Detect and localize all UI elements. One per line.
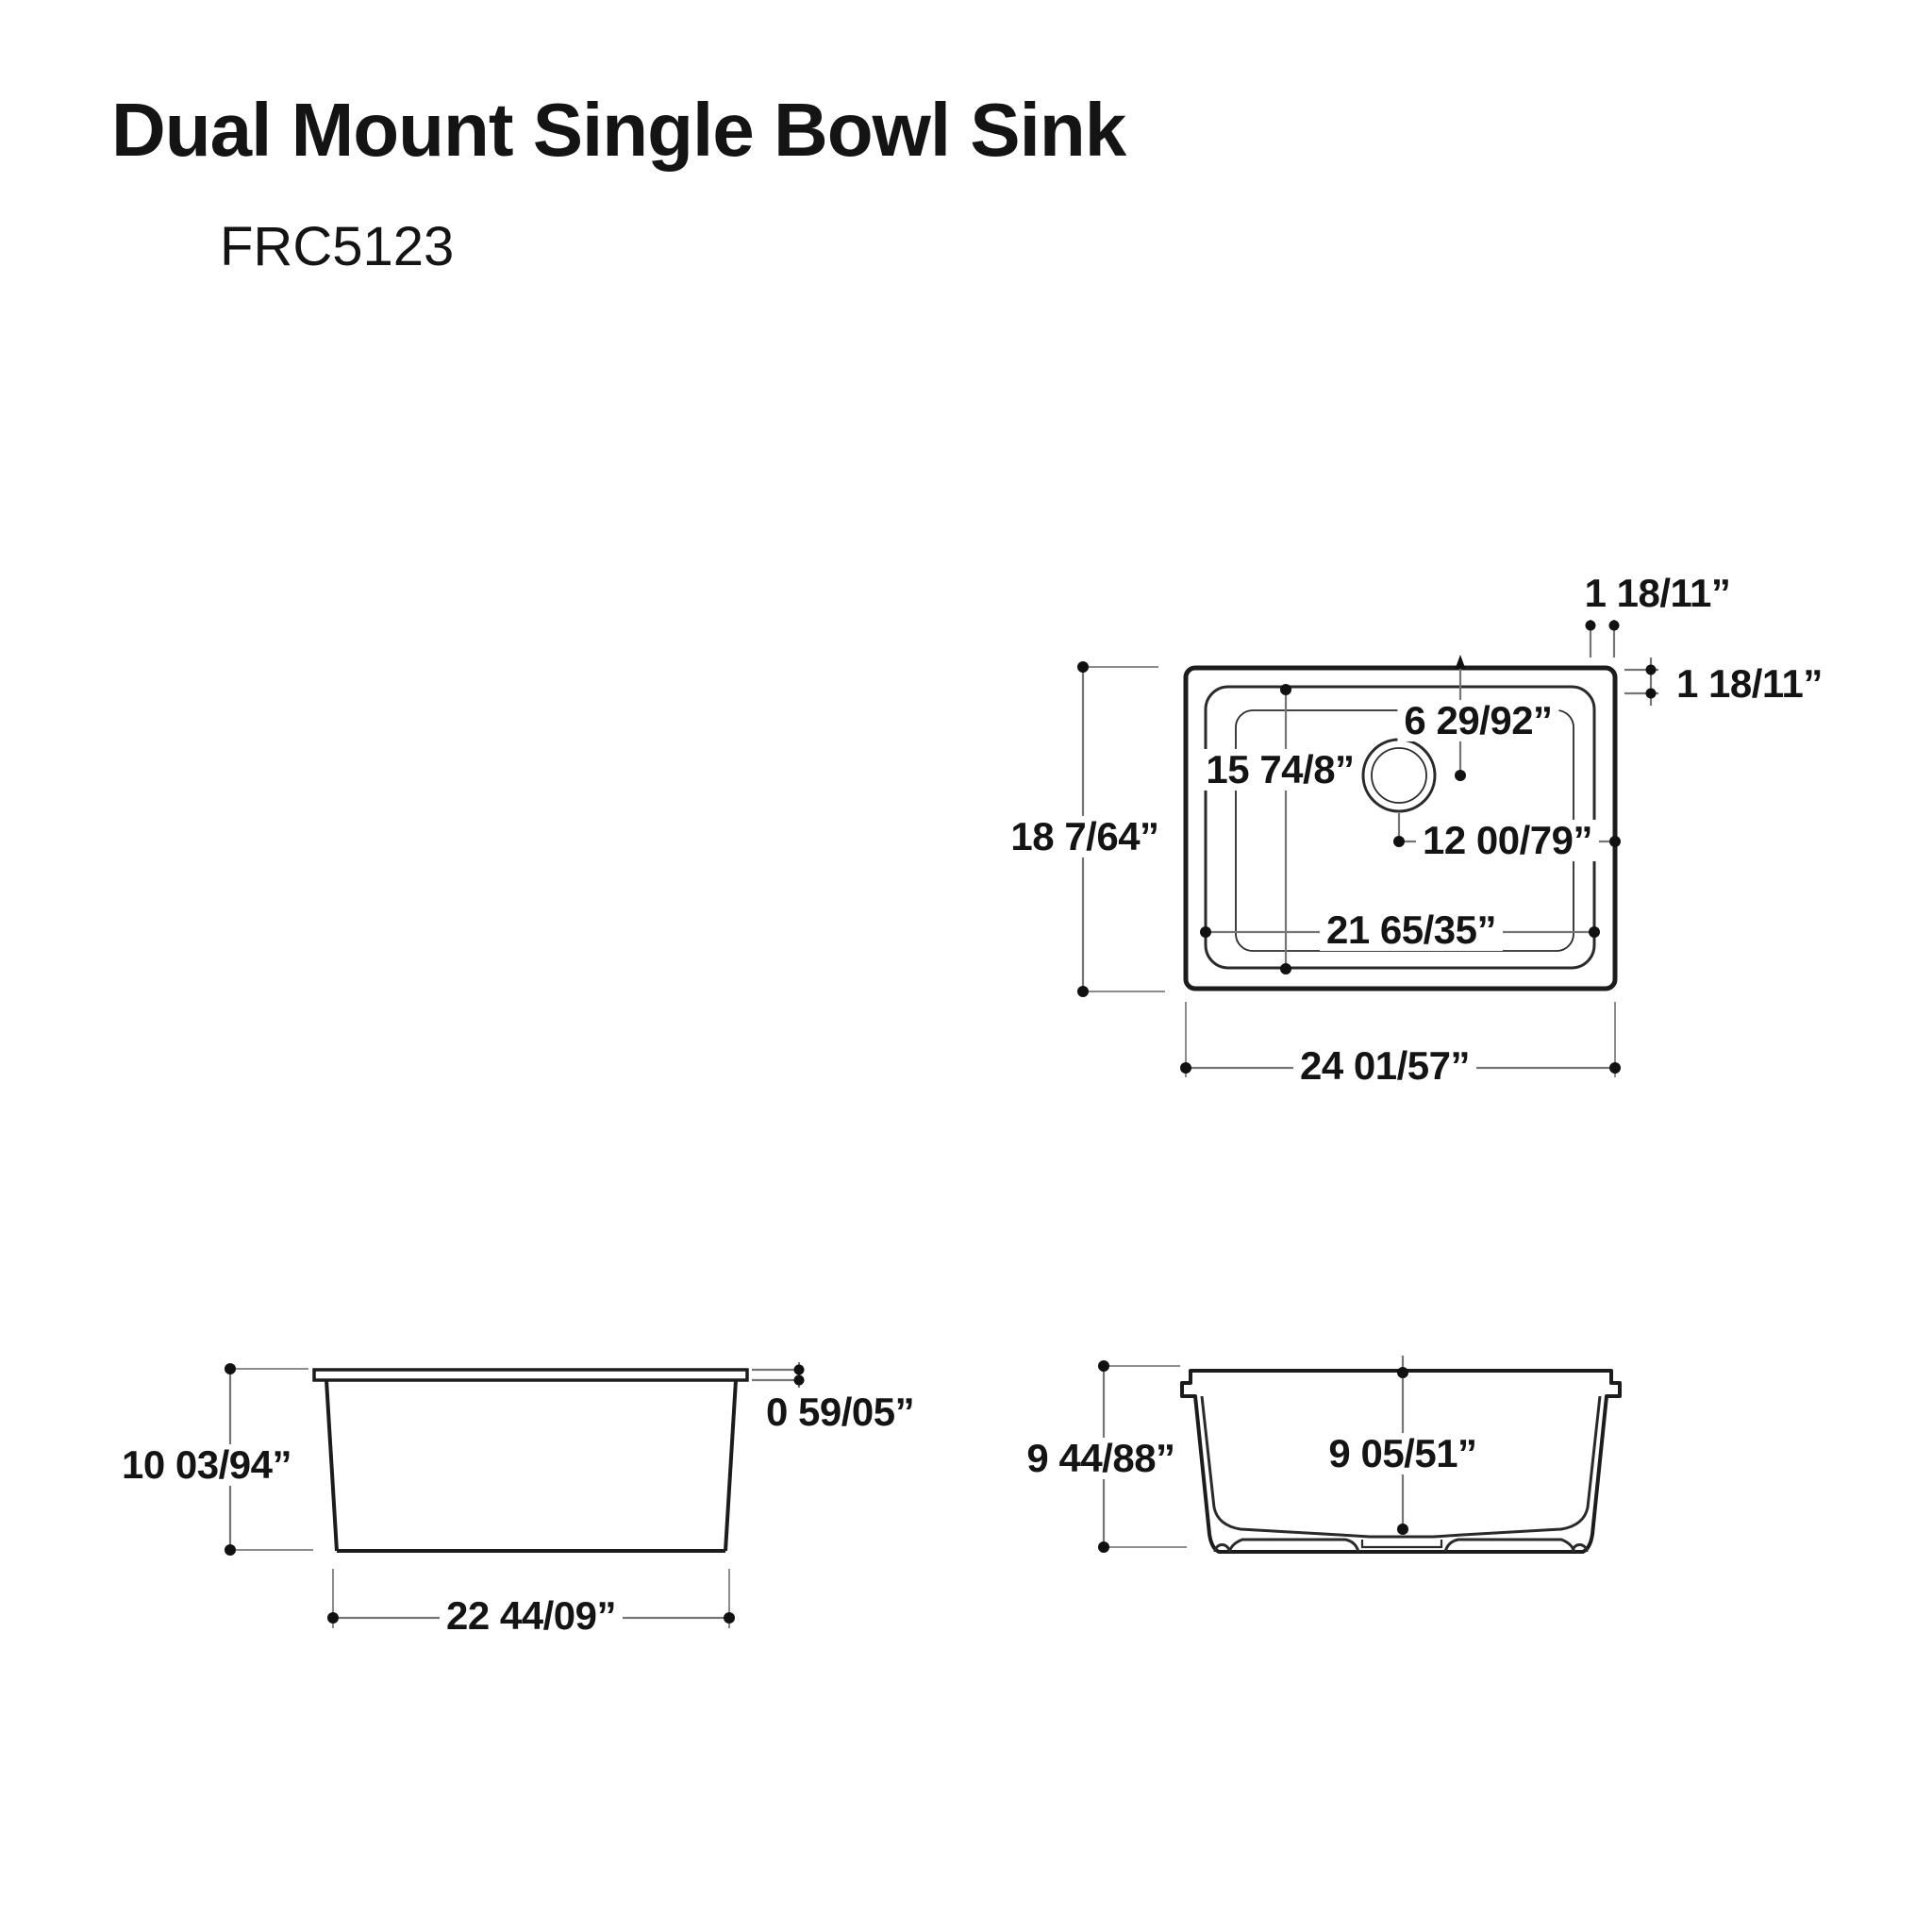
section-right-rib	[1443, 1538, 1576, 1553]
dim-lip-width-top	[1585, 620, 1620, 658]
sink-outer-rim	[1183, 665, 1618, 991]
side-section-view	[1098, 1356, 1622, 1554]
dim-overall-front-to-back	[1077, 661, 1165, 997]
label-overall-width: 24 01/57”	[1293, 1044, 1476, 1088]
front-rim-lip	[312, 1368, 749, 1382]
label-lip-width-right: 1 18/11”	[1670, 662, 1829, 706]
drain-inner-circle	[1371, 747, 1427, 804]
front-left-wall	[325, 1379, 339, 1552]
dim-bowl-front-to-back	[1280, 684, 1291, 974]
front-view	[225, 1362, 805, 1628]
dim-base-width	[327, 1569, 735, 1628]
section-inner-bowl	[1200, 1395, 1602, 1539]
page-title: Dual Mount Single Bowl Sink	[111, 88, 1126, 172]
label-overall-front-to-back: 18 7/64”	[1004, 815, 1166, 858]
label-side-height: 9 44/88”	[1020, 1437, 1182, 1480]
section-outer-shell	[1180, 1369, 1622, 1554]
front-right-wall	[724, 1379, 738, 1552]
drain-outer-circle	[1361, 738, 1437, 813]
section-left-rib	[1227, 1538, 1360, 1553]
label-front-height: 10 03/94”	[115, 1443, 298, 1487]
label-rim-thickness: 0 59/05”	[759, 1391, 922, 1434]
label-lip-width-top: 1 18/11”	[1577, 572, 1738, 615]
label-bowl-width: 21 65/35”	[1320, 908, 1503, 952]
label-base-width: 22 44/09”	[440, 1594, 623, 1638]
label-interior-depth: 9 05/51”	[1322, 1432, 1484, 1475]
section-right-foot	[1571, 1543, 1589, 1553]
section-drain-channel	[1360, 1540, 1443, 1549]
label-drain-to-right: 12 00/79”	[1416, 819, 1599, 862]
dim-rim-thickness	[752, 1362, 805, 1388]
label-drain-offset-top: 6 29/92”	[1397, 699, 1559, 742]
dim-lip-width-right	[1624, 658, 1658, 706]
model-number: FRC5123	[220, 216, 455, 277]
section-left-foot	[1213, 1543, 1231, 1553]
label-bowl-front-to-back: 15 74/8”	[1199, 748, 1361, 791]
